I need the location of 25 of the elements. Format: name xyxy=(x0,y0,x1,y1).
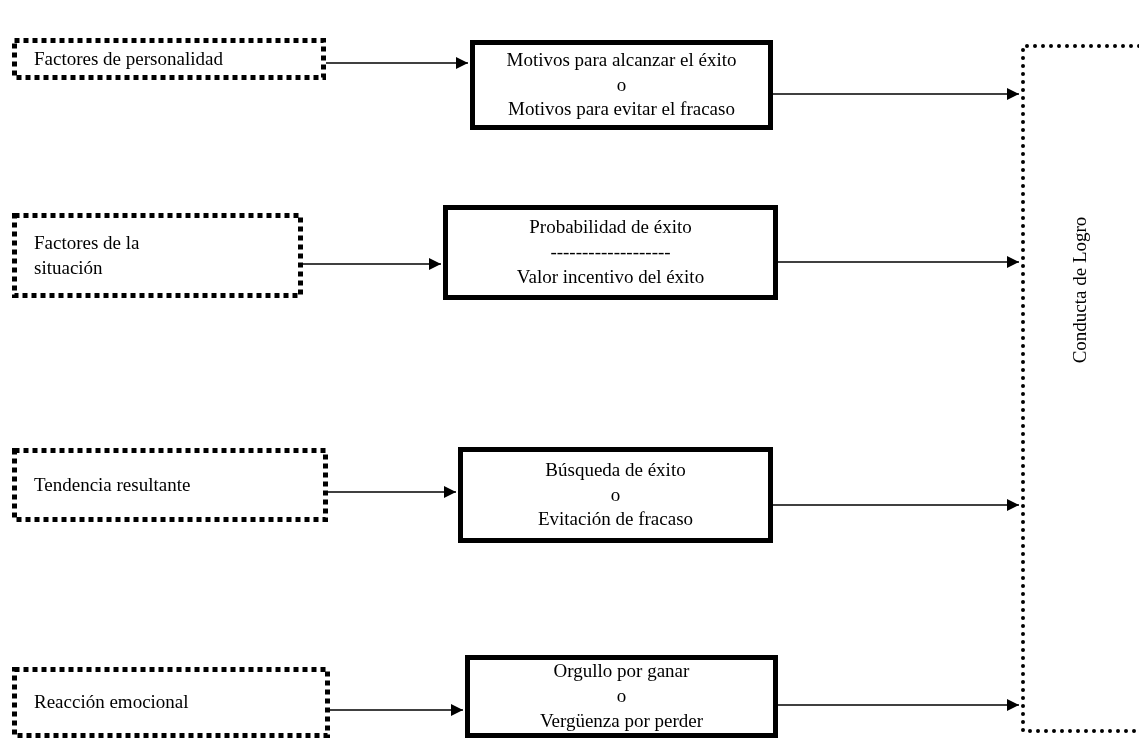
node-text: Probabilidad de éxito xyxy=(529,215,692,240)
arrow xyxy=(302,258,442,270)
node-text: ------------------- xyxy=(550,240,671,265)
arrow xyxy=(772,499,1020,511)
node-text: o xyxy=(616,684,627,709)
node-text: Motivos para alcanzar el éxito xyxy=(506,47,737,72)
node-text: Tendencia resultante xyxy=(34,472,191,497)
vertical-label: Conducta de Logro xyxy=(1067,216,1091,364)
node-text: Búsqueda de éxito xyxy=(545,457,686,482)
node-text: Reacción emocional xyxy=(34,690,189,715)
node-text: Factores de la situación xyxy=(34,230,141,280)
arrow xyxy=(325,57,469,69)
node-text: o xyxy=(616,72,627,97)
node-text: Orgullo por ganar xyxy=(553,659,690,684)
node-text: Motivos para evitar el fracaso xyxy=(508,97,735,122)
node-text: Valor incentivo del éxito xyxy=(516,264,705,289)
arrow xyxy=(777,699,1020,711)
arrow xyxy=(772,88,1020,100)
node-text: Factores de personalidad xyxy=(34,46,223,71)
node-text: Vergüenza por perder xyxy=(539,708,704,733)
arrow xyxy=(327,486,457,498)
node-text: o xyxy=(610,482,621,507)
arrow xyxy=(777,256,1020,268)
node-text: Evitación de fracaso xyxy=(537,507,694,532)
arrow xyxy=(329,704,464,716)
